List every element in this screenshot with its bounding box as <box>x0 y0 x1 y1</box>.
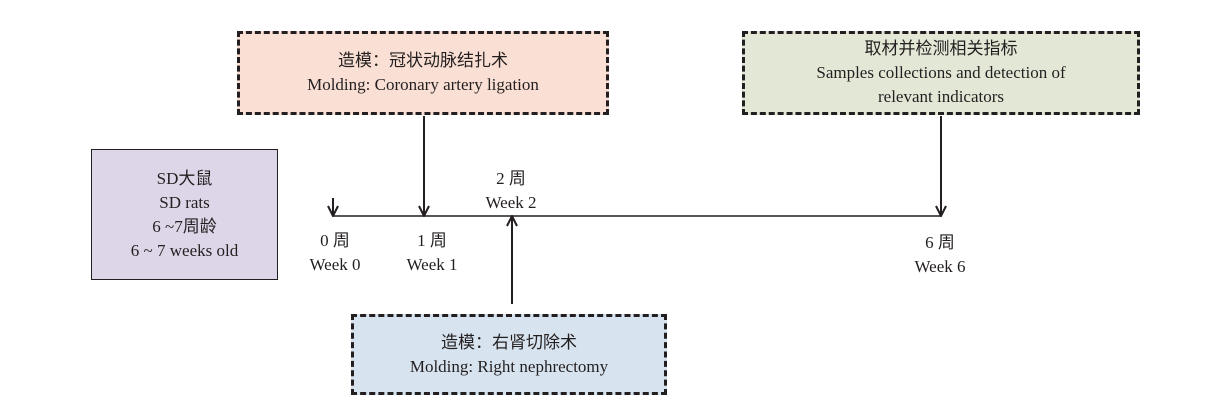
subjects-species-en: SD rats <box>159 192 210 212</box>
week1-label-en: Week 1 <box>406 255 458 274</box>
week2-label-zh: 2 周 <box>496 169 526 188</box>
samples-label-en-1: Samples collections and detection of <box>816 63 1066 82</box>
week6-label-zh: 6 周 <box>925 233 955 252</box>
samples-label-zh: 取材并检测相关指标 <box>864 39 1018 58</box>
subjects-species-zh: SD大鼠 <box>156 168 213 188</box>
week1-label: 1 周 Week 1 <box>406 229 457 277</box>
week2-label-en: Week 2 <box>485 193 537 212</box>
week0-label: 0 周 Week 0 <box>309 229 360 277</box>
subjects-age-zh: 6 ~7周龄 <box>152 216 217 236</box>
week0-label-zh: 0 周 <box>320 231 350 250</box>
subjects-age-en: 6 ~ 7 weeks old <box>130 240 239 260</box>
subjects-box: SD大鼠 SD rats 6 ~7周龄 6 ~ 7 weeks old <box>91 149 278 280</box>
week0-label-en: Week 0 <box>309 255 361 274</box>
nephrectomy-label-zh: 造模：右肾切除术 <box>441 332 577 352</box>
samples-label-en-2: relevant indicators <box>877 87 1005 106</box>
ligation-box: 造模：冠状动脉结扎术 Molding: Coronary artery liga… <box>237 31 609 115</box>
week6-label-en: Week 6 <box>914 257 966 276</box>
ligation-label-en: Molding: Coronary artery ligation <box>307 75 539 94</box>
week1-label-zh: 1 周 <box>417 231 447 250</box>
nephrectomy-box: 造模：右肾切除术 Molding: Right nephrectomy <box>351 314 667 395</box>
ligation-label-zh: 造模：冠状动脉结扎术 <box>338 51 508 70</box>
samples-box: 取材并检测相关指标 Samples collections and detect… <box>742 31 1140 115</box>
week6-label: 6 周 Week 6 <box>914 231 965 279</box>
week2-label: 2 周 Week 2 <box>485 167 536 215</box>
nephrectomy-label-en: Molding: Right nephrectomy <box>409 356 609 376</box>
